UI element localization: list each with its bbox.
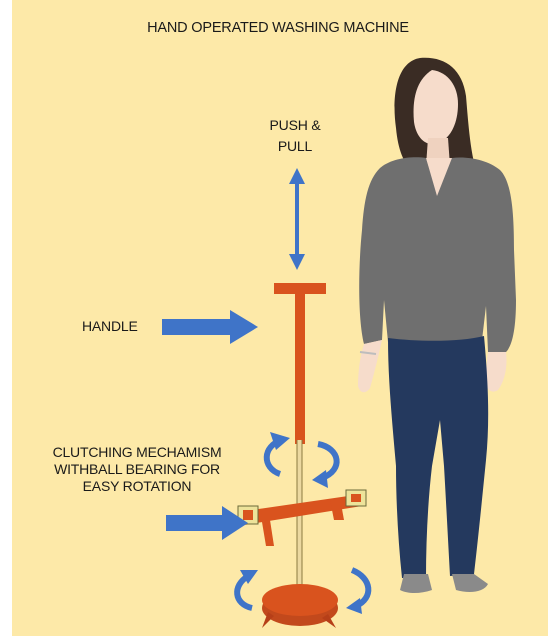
push-pull-arrow [289, 168, 305, 270]
clutch-line-1: CLUTCHING MECHAMISM [22, 444, 252, 461]
handle-label: HANDLE [82, 318, 138, 335]
push-pull-line-2: PULL [255, 138, 335, 155]
woman-figure [358, 58, 516, 593]
woman-right-arm [486, 352, 507, 392]
push-pull-line-1: PUSH & [255, 117, 335, 134]
woman-jeans [388, 336, 488, 578]
clutch-arrow [166, 506, 248, 540]
clutch-line-3: EASY ROTATION [22, 478, 252, 495]
washing-device [238, 283, 366, 628]
push-pull-label: PUSH & PULL [255, 117, 335, 155]
woman-right-shoe [452, 574, 488, 592]
clutch-label: CLUTCHING MECHAMISM WITHBALL BEARING FOR… [22, 444, 252, 495]
woman-left-arm [358, 340, 382, 392]
clutch-line-2: WITHBALL BEARING FOR [22, 461, 252, 478]
woman-left-shoe [400, 574, 432, 593]
diagram-title: HAND OPERATED WASHING MACHINE [0, 20, 556, 37]
device-shaft [295, 292, 305, 444]
handle-arrow [162, 310, 258, 344]
